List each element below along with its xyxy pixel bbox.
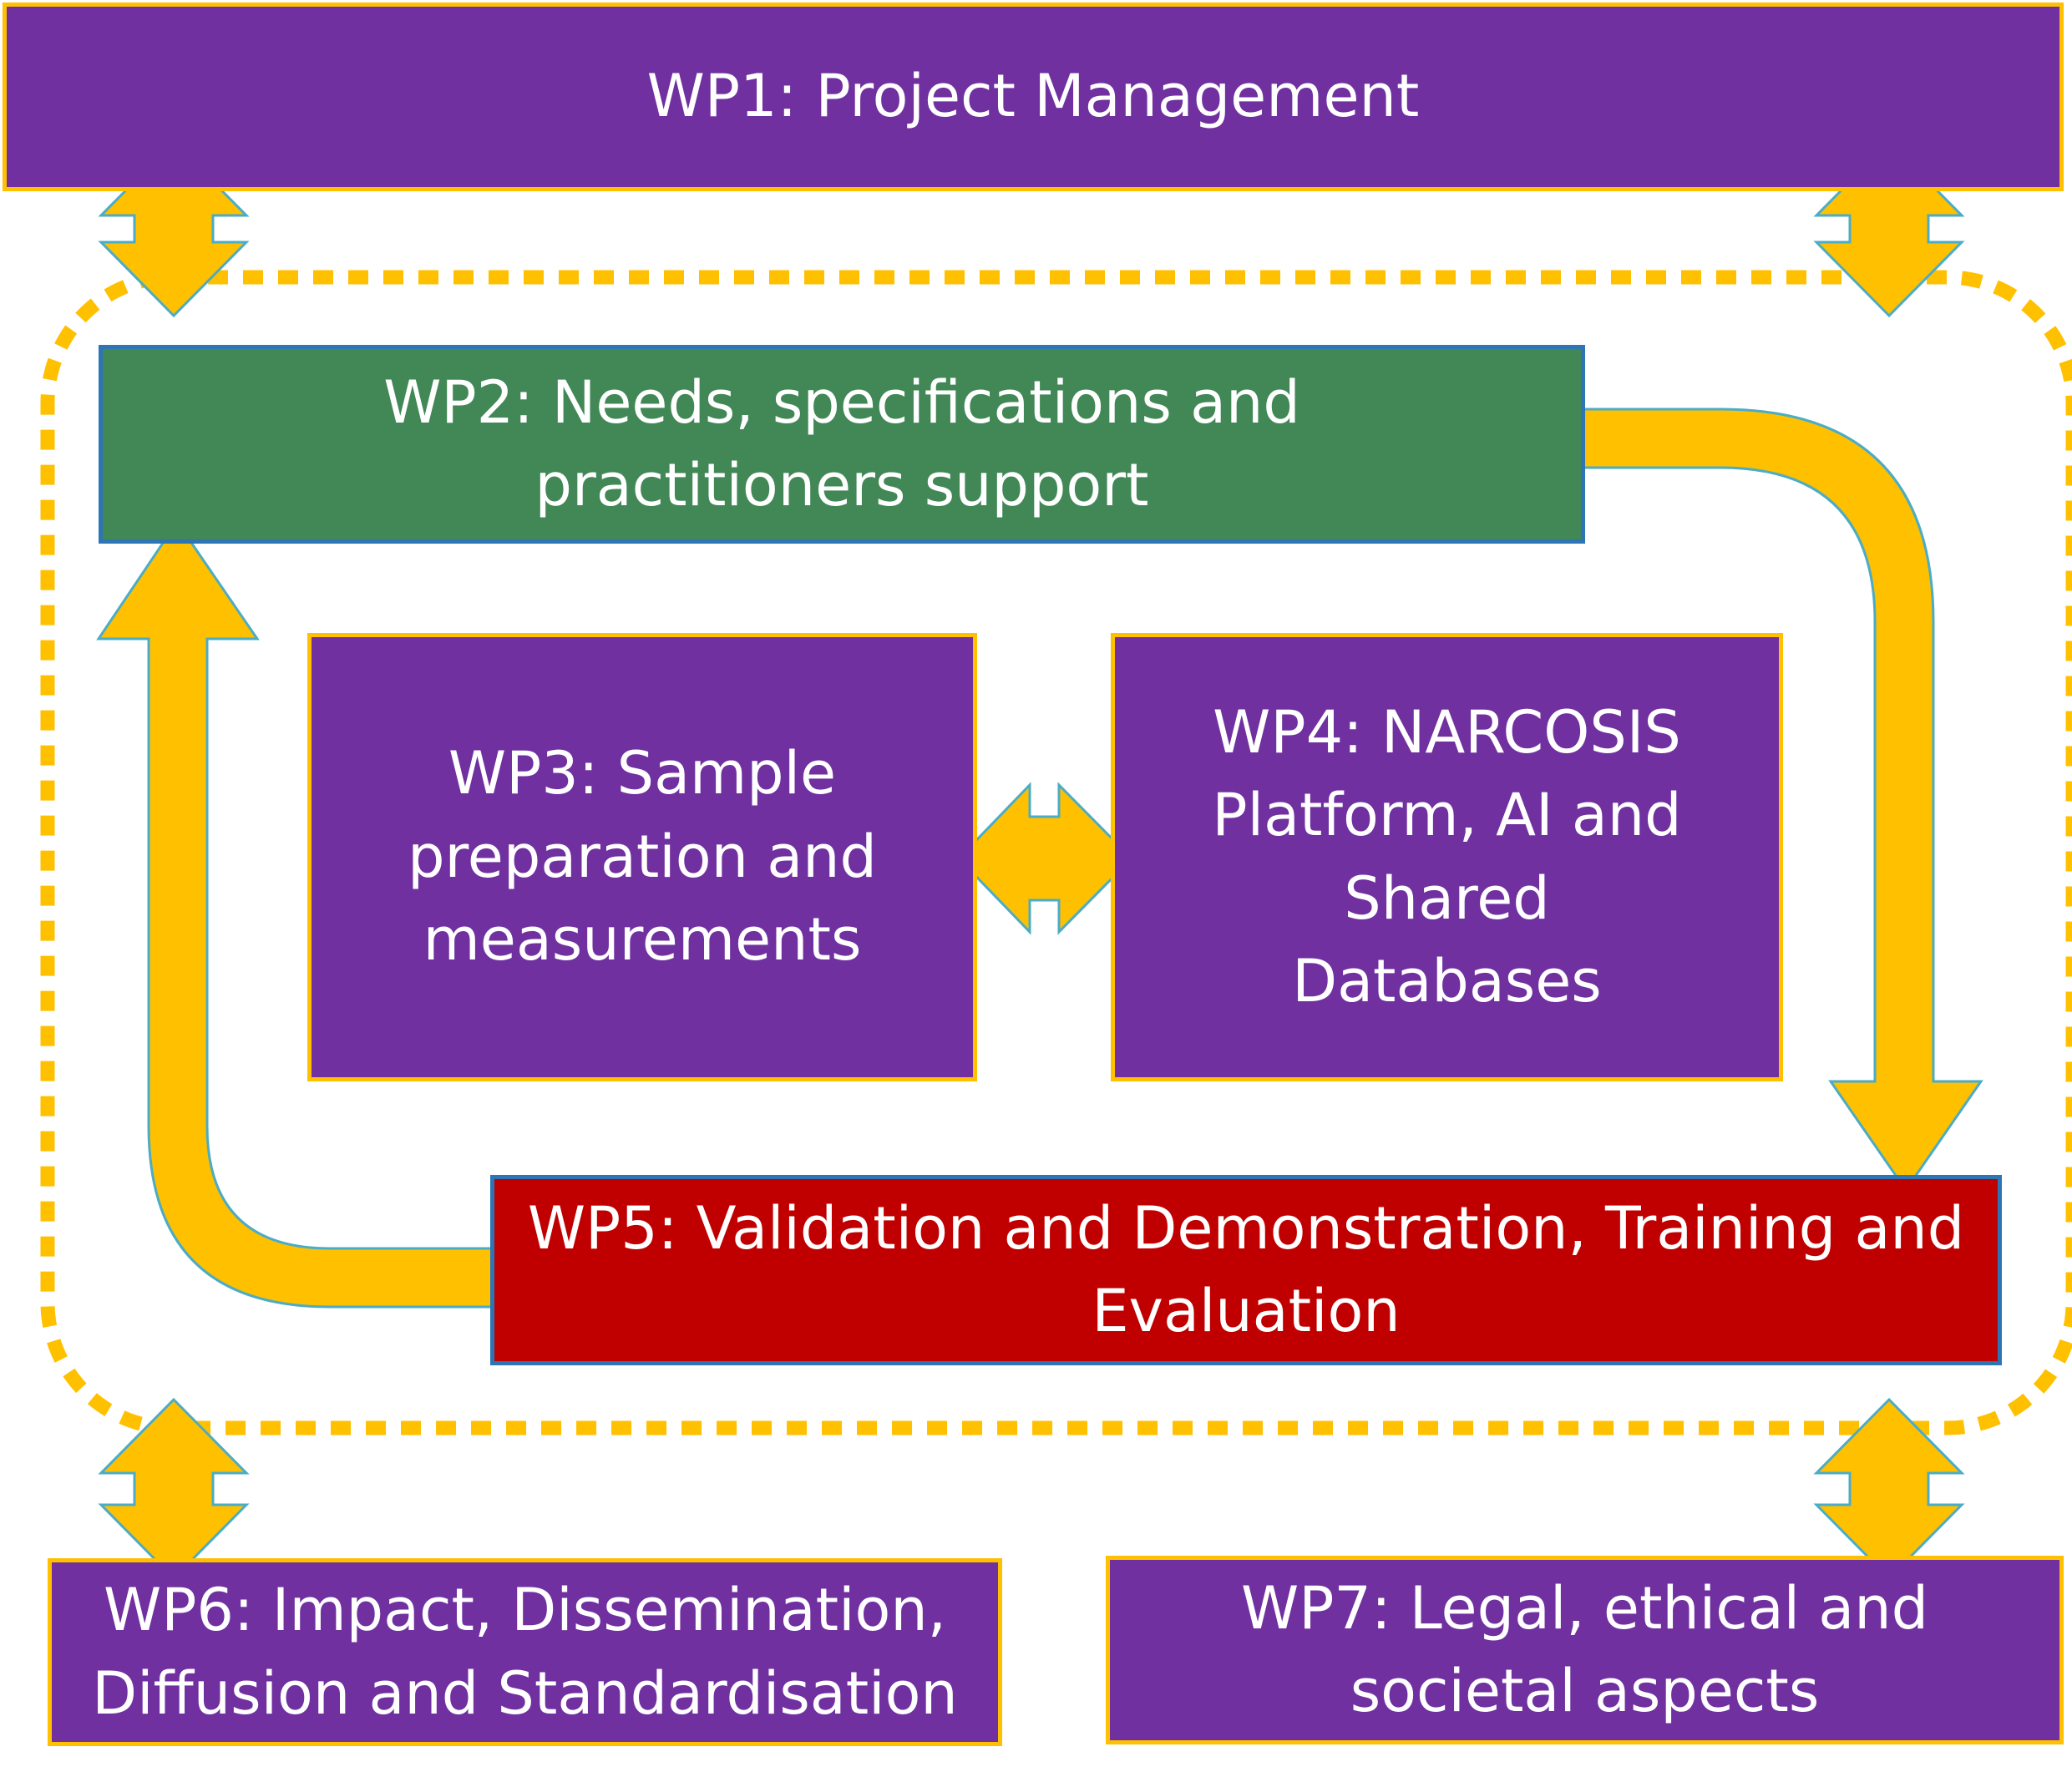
wp7-box: WP7: Legal, ethical and societal aspects: [1106, 1556, 2064, 1744]
wp6-double-arrow: [98, 1397, 250, 1581]
wp2-label: WP2: Needs, specifications and practitio…: [383, 367, 1300, 519]
wp5-to-wp2-arrow: [96, 519, 513, 1309]
wp5-label: WP5: Validation and Demonstration, Train…: [527, 1193, 1965, 1345]
wp7-double-arrow: [1813, 1397, 1965, 1581]
core-workpackages-frame: [40, 270, 2072, 1435]
wp7-label: WP7: Legal, ethical and societal aspects: [1240, 1573, 1928, 1725]
wp2-to-wp5-arrow: [1568, 408, 1983, 1192]
wp6-box: WP6: Impact, Dissemination, Diffusion an…: [48, 1558, 1002, 1746]
wp5-box: WP5: Validation and Demonstration, Train…: [490, 1175, 2002, 1365]
wp4-label: WP4: NARCOSIS Platform, AI and Shared Da…: [1212, 697, 1682, 1015]
wp3-label: WP3: Sample preparation and measurements: [408, 739, 877, 975]
wp3-wp4-double-arrow: [956, 782, 1134, 935]
wp3-box: WP3: Sample preparation and measurements: [307, 633, 977, 1081]
wp6-label: WP6: Impact, Dissemination, Diffusion an…: [92, 1576, 958, 1728]
wp1-label: WP1: Project Management: [646, 62, 1420, 131]
wp4-box: WP4: NARCOSIS Platform, AI and Shared Da…: [1111, 633, 1783, 1081]
wp2-box: WP2: Needs, specifications and practitio…: [99, 345, 1585, 544]
wp1-box: WP1: Project Management: [3, 3, 2064, 191]
